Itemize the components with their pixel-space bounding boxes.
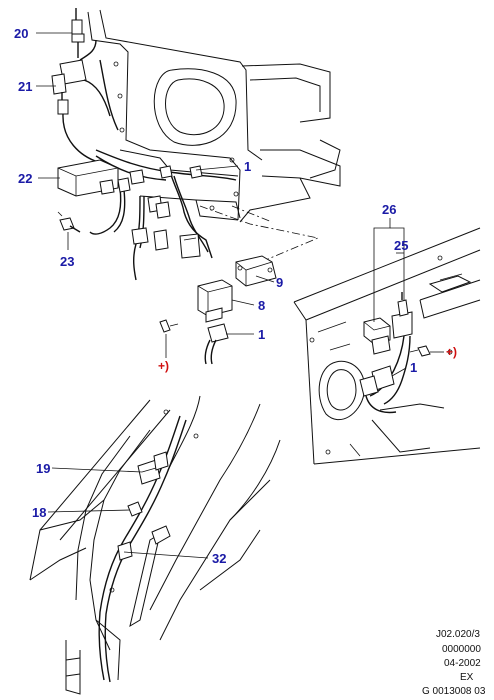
bulkhead-assembly <box>51 8 341 281</box>
callout-1-middle: 1 <box>258 327 265 342</box>
callout-25: 25 <box>394 238 408 253</box>
callout-21: 21 <box>18 79 32 94</box>
callout-1-right: 1 <box>410 360 417 375</box>
ref-line-3: 04-2002 <box>444 658 481 669</box>
ref-line-1: J02.020/3 <box>436 629 480 640</box>
pillar-assembly <box>29 395 281 695</box>
callout-32: 32 <box>212 551 226 566</box>
wheelarch-assembly <box>293 227 481 465</box>
callout-23: 23 <box>60 254 74 269</box>
ref-line-5: G 0013008 03 <box>422 686 486 697</box>
relay-bracket-group <box>159 255 277 365</box>
reference-block: J02.020/3 0000000 04-2002 EX G 0013008 0… <box>422 629 486 697</box>
callout-18: 18 <box>32 505 46 520</box>
callout-labels: 20 21 22 23 1 9 8 1 26 25 1 19 18 32 <box>14 26 417 566</box>
callout-9: 9 <box>276 275 283 290</box>
ref-line-4: EX <box>460 672 474 683</box>
ref-line-2: 0000000 <box>442 644 481 655</box>
leader-lines <box>36 32 444 559</box>
callout-22: 22 <box>18 171 32 186</box>
callout-8: 8 <box>258 298 265 313</box>
callout-26: 26 <box>382 202 396 217</box>
callout-20: 20 <box>14 26 28 41</box>
callout-1-top: 1 <box>244 159 251 174</box>
callout-19: 19 <box>36 461 50 476</box>
ground-mark-right: +) <box>446 345 457 359</box>
ground-mark-left: +) <box>158 359 169 373</box>
